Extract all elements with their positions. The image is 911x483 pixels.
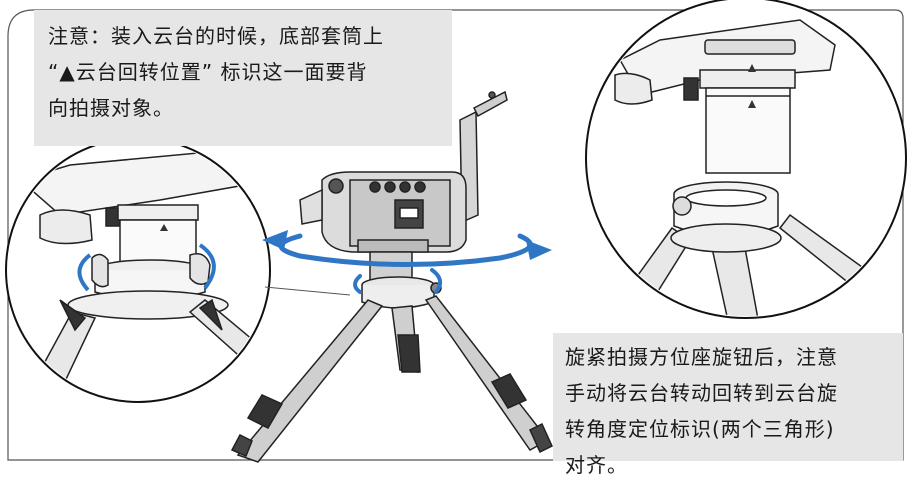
note-bottom: 旋紧拍摄方位座旋钮后，注意 手动将云台转动回转到云台旋 转角度定位标识(两个三角… (553, 333, 903, 477)
note-bottom-line-1: 旋紧拍摄方位座旋钮后，注意 (565, 345, 838, 369)
note-top-line-3: 向拍摄对象。 (48, 96, 174, 120)
detail-circle-right (585, 0, 907, 319)
leader-line (264, 286, 351, 296)
note-top: 注意：装入云台的时候，底部套筒上 “▲云台回转位置” 标识这一面要背 向拍摄对象… (34, 10, 452, 146)
note-bottom-line-3: 转角度定位标识(两个三角形) (565, 417, 835, 441)
note-top-line-2: “▲云台回转位置” 标识这一面要背 (48, 60, 368, 84)
note-top-line-1: 注意：装入云台的时候，底部套筒上 (48, 24, 384, 48)
note-bottom-line-2: 手动将云台转动回转到云台旋 (565, 381, 838, 405)
detail-circle-left (5, 137, 271, 403)
outer-frame (7, 9, 904, 461)
diagram-stage: 注意：装入云台的时候，底部套筒上 “▲云台回转位置” 标识这一面要背 向拍摄对象… (5, 0, 907, 477)
illustration (5, 0, 907, 463)
note-bottom-line-4: 对齐。 (565, 453, 628, 477)
rotation-arrow-icon (262, 230, 552, 294)
center-device (230, 90, 553, 463)
